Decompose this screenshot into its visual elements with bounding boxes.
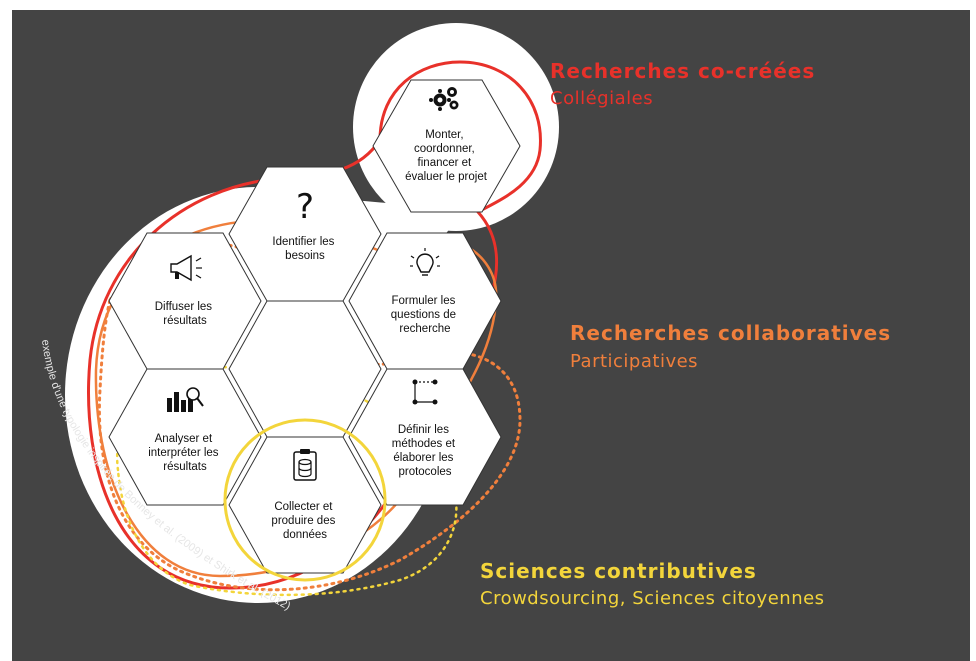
collaborative-title: Recherches collaboratives [570,321,891,345]
svg-text:Collecter et produire de: Collecter et produire des données [271,501,338,541]
step-define-line-1: Définir les [398,424,449,436]
step-manage-line-4: évaluer le projet [405,171,488,183]
svg-text:Diffuser les résultats: Diffuser les résultats [155,301,216,327]
step-manage-line-2: coordonner, [414,143,475,155]
step-identify-line-1: Identifier les [272,236,334,248]
step-disseminate-line-2: résultats [163,315,207,327]
step-disseminate-line-1: Diffuser les [155,301,213,313]
svg-text:Définir les méthodes et: Définir les méthodes et élaborer les pro… [392,424,459,478]
step-manage: Monter, coordonner, financer et évaluer … [372,79,521,213]
cocreated-subtitle: Collégiales [550,88,653,109]
step-collect-line-1: Collecter et [274,501,333,513]
step-analyze: Analyser et interpréter les résultats [108,368,262,506]
svg-text:Analyser et interpréter: Analyser et interpréter les résultats [148,433,222,473]
lightbulb-icon [410,248,440,276]
step-analyze-line-2: interpréter les [148,447,219,459]
collaborative-subtitle: Participatives [570,351,698,372]
legend-cocreated: Recherches co-créées Collégiales [550,59,815,109]
step-define-line-2: méthodes et [392,438,456,450]
step-formulate-line-3: recherche [399,323,450,335]
step-collect-line-2: produire des [271,515,335,527]
legend-contributive: Sciences contributives Crowdsourcing, Sc… [480,559,825,609]
svg-text:Monter, coordonner,: Monter, coordonner, financer et évaluer … [405,129,488,183]
step-identify-line-2: besoins [285,250,325,262]
step-define: Définir les méthodes et élaborer les pro… [348,368,502,506]
gears-icon [429,87,459,111]
chart-magnifier-icon [167,387,204,412]
step-formulate: Formuler les questions de recherche [348,232,502,370]
contributive-outline [223,418,387,582]
svg-text:Identifier les besoins: Identifier les besoins [272,236,337,262]
step-collect-line-3: données [283,529,327,541]
step-manage-line-3: financer et [418,157,473,169]
step-identify: ? Identifier les besoins [228,166,382,302]
network-nodes-icon [412,379,438,405]
svg-text:Formuler les questions d: Formuler les questions de recherche [391,295,459,335]
step-collect: Collecter et produire des données [228,436,382,574]
step-formulate-line-2: questions de [391,309,456,321]
step-analyze-line-1: Analyser et [155,433,213,445]
step-define-line-3: élaborer les [393,452,453,464]
step-formulate-line-1: Formuler les [391,295,455,307]
step-define-line-4: protocoles [398,466,451,478]
question-mark-icon: ? [296,187,314,227]
contributive-title: Sciences contributives [480,559,757,583]
megaphone-icon [170,254,202,282]
clipboard-database-icon [293,449,317,481]
contributive-subtitle: Crowdsourcing, Sciences citoyennes [480,588,825,609]
cocreated-title: Recherches co-créées [550,59,815,83]
step-manage-line-1: Monter, [425,129,463,141]
step-analyze-line-3: résultats [163,461,207,473]
legend-collaborative: Recherches collaboratives Participatives [570,321,891,372]
